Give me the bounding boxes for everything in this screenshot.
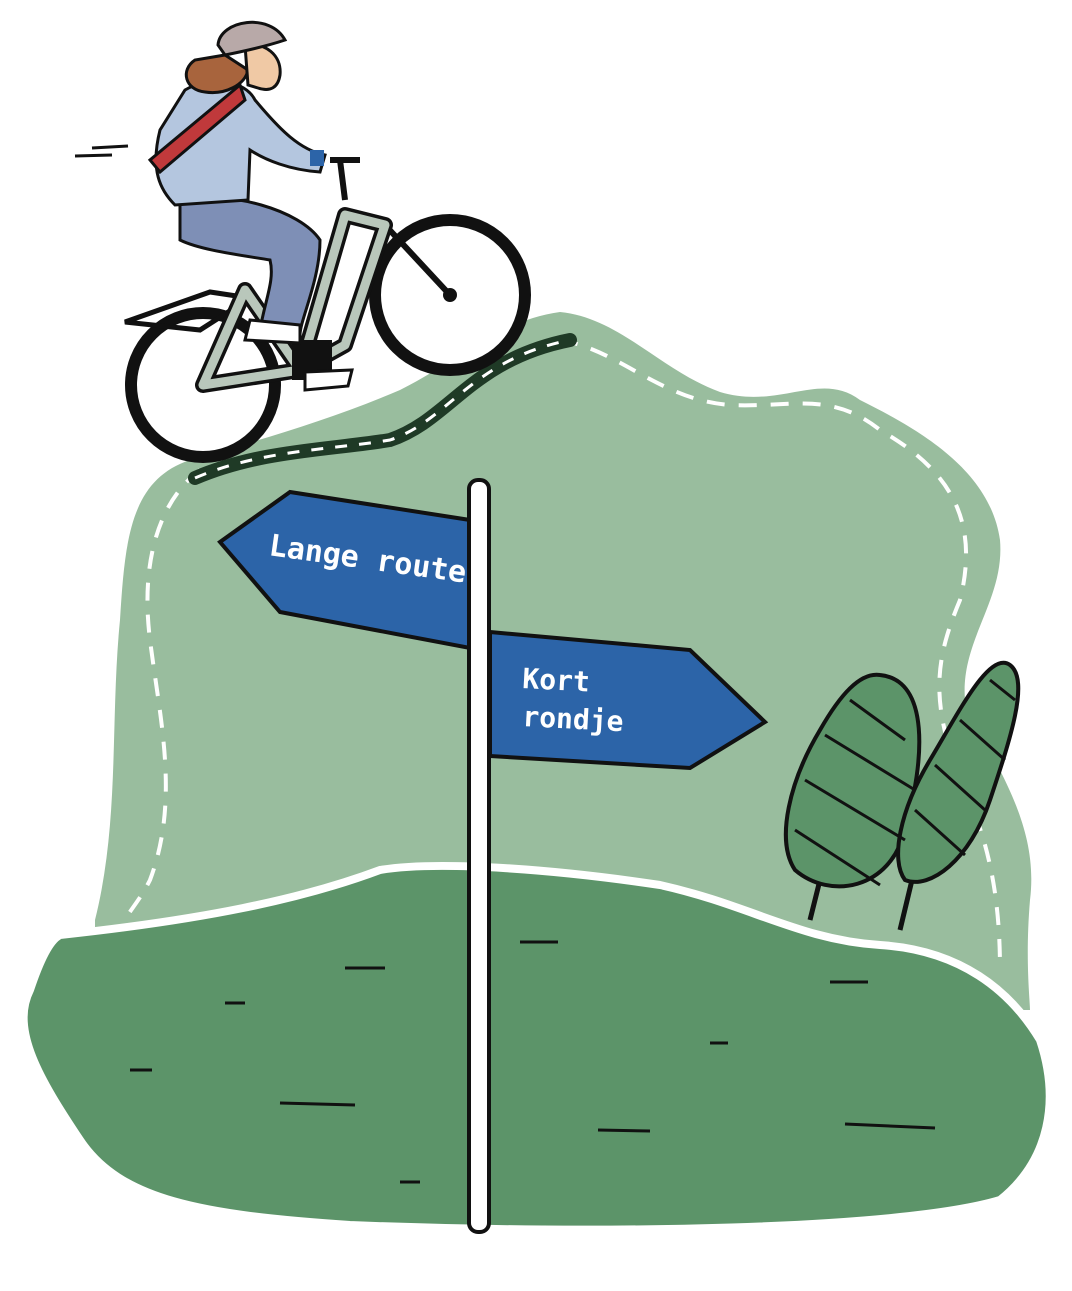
road-dashes [194,338,571,480]
signpost-pole [467,478,491,1234]
sign-lange-route [217,489,472,651]
dashed-trail-left [123,468,202,921]
foreground-hill [19,861,1054,1234]
cyclist [74,20,531,463]
dashed-trail [559,338,1002,971]
speed-lines [74,144,129,158]
trees [783,660,1021,931]
sign-kort-rondje-line1: Kort [522,662,591,698]
bag-strap [147,82,247,175]
helmet [216,20,288,57]
grass-marks [130,940,936,1184]
sign-kort-rondje-line2: rondje [522,700,625,738]
